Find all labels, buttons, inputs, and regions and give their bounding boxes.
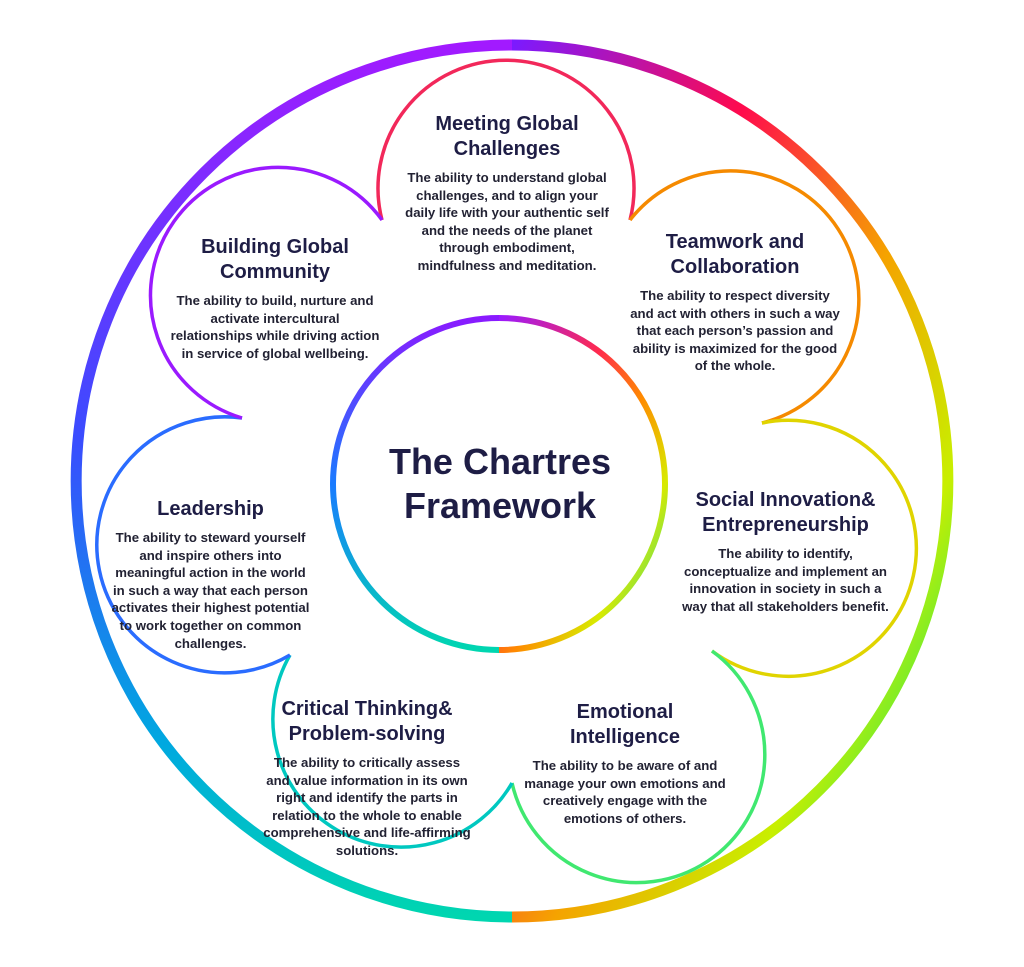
label-critical-thinking: Critical Thinking& Problem-solving The a… (262, 697, 472, 860)
center-circle-left (330, 315, 500, 653)
center-title: The Chartres Framework (340, 440, 660, 528)
label-meeting-global-challenges: Meeting Global Challenges The ability to… (402, 112, 612, 275)
label-building-global-community: Building Global Community The ability to… (170, 235, 380, 362)
petal-social-innovation (710, 418, 919, 678)
competency-title: Critical Thinking& Problem-solving (281, 698, 453, 745)
competency-description: The ability to build, nurture and activa… (170, 293, 380, 361)
competency-description: The ability to identify, conceptualize a… (682, 546, 889, 614)
competency-description: The ability to steward yourself and insp… (111, 530, 310, 651)
label-social-innovation: Social Innovation& Entrepreneurship The … (678, 488, 893, 615)
competency-title: Teamwork and Collaboration (665, 231, 805, 278)
competency-description: The ability to critically assess and val… (263, 755, 471, 858)
petal-leadership (95, 415, 291, 675)
label-leadership: Leadership The ability to steward yourse… (108, 497, 313, 652)
outer-ring-right (511, 39, 954, 923)
competency-title: Emotional Intelligence (569, 701, 681, 748)
center-title-line-2: Framework (403, 485, 597, 526)
petal-building-global-community (148, 165, 384, 420)
outer-ring-left (70, 39, 513, 923)
competency-title: Leadership (157, 498, 264, 520)
competency-title: Meeting Global Challenges (435, 113, 579, 160)
label-emotional-intelligence: Emotional Intelligence The ability to be… (520, 700, 730, 827)
center-title-line-1: The Chartres (388, 441, 612, 482)
competency-description: The ability to respect diversity and act… (630, 288, 840, 374)
competency-description: The ability to be aware of and manage yo… (524, 758, 726, 826)
petal-critical-thinking (271, 654, 514, 849)
competency-title: Social Innovation& Entrepreneurship (695, 489, 876, 536)
petal-meeting-global-challenges (376, 58, 636, 221)
petal-teamwork-collaboration (628, 169, 861, 425)
competency-title: Building Global Community (201, 236, 349, 283)
competency-description: The ability to understand global challen… (405, 170, 609, 273)
label-teamwork-collaboration: Teamwork and Collaboration The ability t… (630, 230, 840, 375)
petal-emotional-intelligence (510, 649, 767, 885)
center-circle-right (498, 315, 668, 653)
